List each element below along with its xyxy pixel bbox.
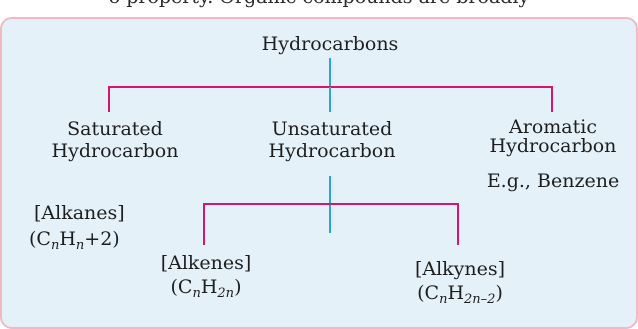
aromatic-example: E.g., Benzene bbox=[486, 170, 620, 192]
diagram-panel bbox=[0, 17, 638, 329]
aromatic-line2: Hydrocarbon bbox=[489, 135, 617, 157]
node-saturated-hydrocarbon: Saturated Hydrocarbon bbox=[52, 118, 179, 162]
truncated-heading-text: o property. Organic compounds are broadl… bbox=[0, 0, 638, 8]
node-alkenes: [Alkenes] (CnH2n) bbox=[160, 252, 252, 301]
node-unsaturated-hydrocarbon: Unsaturated Hydrocarbon bbox=[269, 118, 396, 162]
alkenes-label: [Alkenes] bbox=[160, 252, 252, 274]
alkenes-formula: (CnH2n) bbox=[170, 276, 242, 301]
node-hydrocarbons-label: Hydrocarbons bbox=[261, 33, 399, 55]
saturated-line1: Saturated bbox=[67, 118, 163, 140]
node-hydrocarbons: Hydrocarbons bbox=[262, 33, 399, 55]
node-alkynes: [Alkynes] (CnH2n–2) bbox=[414, 258, 506, 307]
unsaturated-line1: Unsaturated bbox=[271, 118, 393, 140]
alkanes-label: [Alkanes] bbox=[34, 202, 125, 224]
alkanes-formula: (CnHn+2) bbox=[29, 228, 120, 253]
alkynes-formula: (CnH2n–2) bbox=[417, 282, 503, 307]
aromatic-line1: Aromatic bbox=[509, 116, 597, 138]
saturated-line2: Hydrocarbon bbox=[51, 140, 179, 162]
unsaturated-line2: Hydrocarbon bbox=[268, 140, 396, 162]
node-aromatic-hydrocarbon: Aromatic Hydrocarbon E.g., Benzene bbox=[486, 116, 620, 193]
node-alkanes: [Alkanes] (CnHn+2) bbox=[29, 202, 125, 252]
alkynes-label: [Alkynes] bbox=[414, 258, 506, 280]
